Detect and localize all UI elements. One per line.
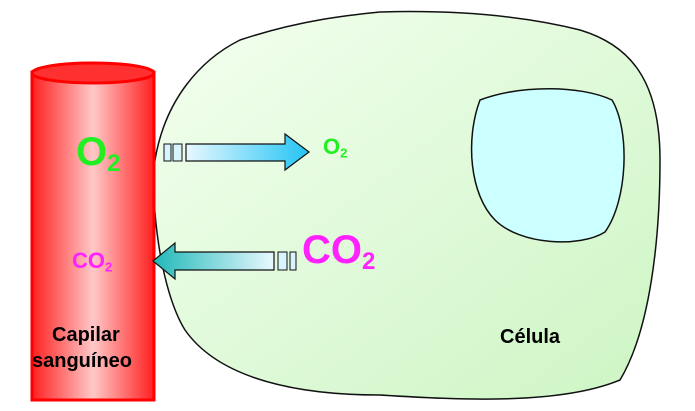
cell-co2-label: CO2 (302, 228, 376, 275)
capillary-label-line1: Capilar (52, 324, 120, 346)
co2-arrow (152, 241, 297, 281)
nucleus (470, 88, 625, 243)
o2-arrow (163, 132, 310, 172)
cell-label: Célula (500, 326, 561, 348)
capillary-top (30, 61, 156, 85)
capillary-co2-label: CO2 (72, 248, 113, 275)
cell-o2-label: O2 (323, 134, 348, 161)
capillary-o2-label: O2 (76, 130, 121, 177)
capillary-label-line2: sanguíneo (32, 350, 133, 372)
capillary-body (30, 70, 156, 402)
